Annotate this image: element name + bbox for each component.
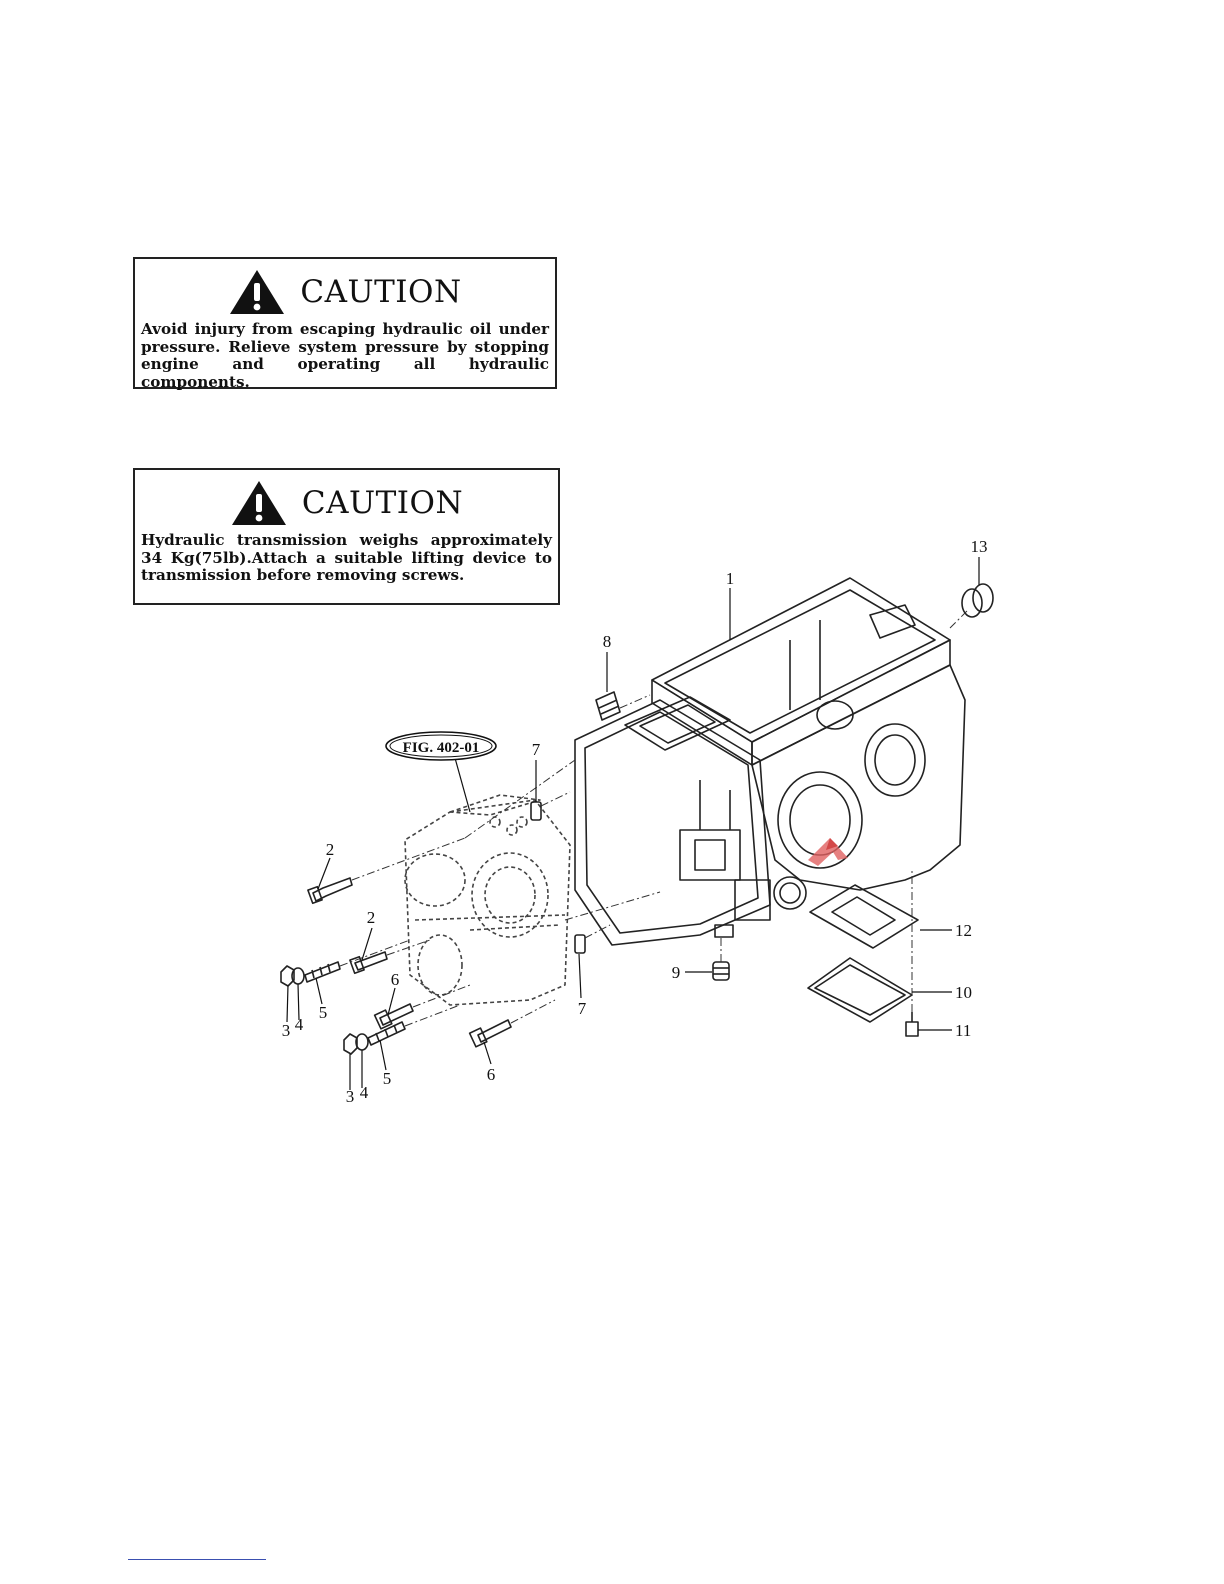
stud-5-lower bbox=[367, 1021, 406, 1046]
screw-2-lower bbox=[349, 951, 388, 975]
plug-13 bbox=[961, 583, 994, 618]
caution-heading: CAUTION bbox=[300, 274, 462, 310]
drain-plug-9 bbox=[712, 961, 730, 981]
callout-12: 12 bbox=[955, 921, 972, 940]
callout-8: 8 bbox=[603, 632, 612, 651]
callout-7-upper: 7 bbox=[532, 740, 541, 759]
callout-5-upper: 5 bbox=[319, 1003, 328, 1022]
breather-8 bbox=[595, 691, 621, 721]
caution-box-2: CAUTION Hydraulic transmission weighs ap… bbox=[133, 468, 560, 605]
callout-3-lower: 3 bbox=[346, 1087, 355, 1106]
caution-heading: CAUTION bbox=[301, 485, 464, 521]
hydraulic-transmission bbox=[404, 794, 571, 1006]
dowel-pin-lower bbox=[574, 934, 586, 954]
screw-6-upper bbox=[373, 1003, 414, 1030]
caution-message: Hydraulic transmission weighs approximat… bbox=[141, 531, 552, 584]
figure-reference: FIG. 402-01 bbox=[385, 731, 497, 761]
callout-6-lower: 6 bbox=[487, 1065, 496, 1084]
callout-3-upper: 3 bbox=[282, 1021, 291, 1040]
callout-7-lower: 7 bbox=[578, 999, 587, 1018]
transmission-exploded-diagram: FIG. 402-01 1 2 2 3 4 5 6 3 4 5 6 7 7 8 … bbox=[280, 537, 994, 1106]
callout-11: 11 bbox=[955, 1021, 971, 1040]
nut-3-upper bbox=[280, 965, 295, 987]
lifting-point-arrow-icon bbox=[808, 838, 848, 866]
transmission-case bbox=[574, 577, 966, 946]
callout-5-lower: 5 bbox=[383, 1069, 392, 1088]
callout-2-upper: 2 bbox=[326, 840, 335, 859]
callout-2-lower: 2 bbox=[367, 908, 376, 927]
callout-10: 10 bbox=[955, 983, 972, 1002]
warning-triangle-icon bbox=[231, 481, 286, 525]
callout-9: 9 bbox=[672, 963, 681, 982]
screw-2-upper bbox=[307, 877, 353, 905]
screw-6-lower bbox=[468, 1019, 512, 1048]
cover-10 bbox=[807, 957, 913, 1023]
callout-1: 1 bbox=[726, 569, 735, 588]
caution-box-1: CAUTION Avoid injury from escaping hydra… bbox=[133, 257, 557, 391]
warning-triangle-icon bbox=[230, 270, 285, 314]
screw-11 bbox=[905, 1012, 919, 1037]
footer-rule bbox=[128, 1559, 266, 1560]
stud-5-upper bbox=[304, 961, 341, 983]
caution-header: CAUTION bbox=[135, 263, 555, 321]
caution-message: Avoid injury from escaping hydraulic oil… bbox=[141, 320, 549, 391]
gasket-12 bbox=[809, 884, 919, 949]
callout-13: 13 bbox=[971, 537, 988, 556]
callout-4-lower: 4 bbox=[360, 1083, 369, 1102]
figure-reference-label: FIG. 402-01 bbox=[403, 740, 480, 756]
callout-6-upper: 6 bbox=[391, 970, 400, 989]
caution-header: CAUTION bbox=[135, 474, 558, 532]
callout-4-upper: 4 bbox=[295, 1015, 304, 1034]
nut-3-lower bbox=[343, 1033, 358, 1055]
